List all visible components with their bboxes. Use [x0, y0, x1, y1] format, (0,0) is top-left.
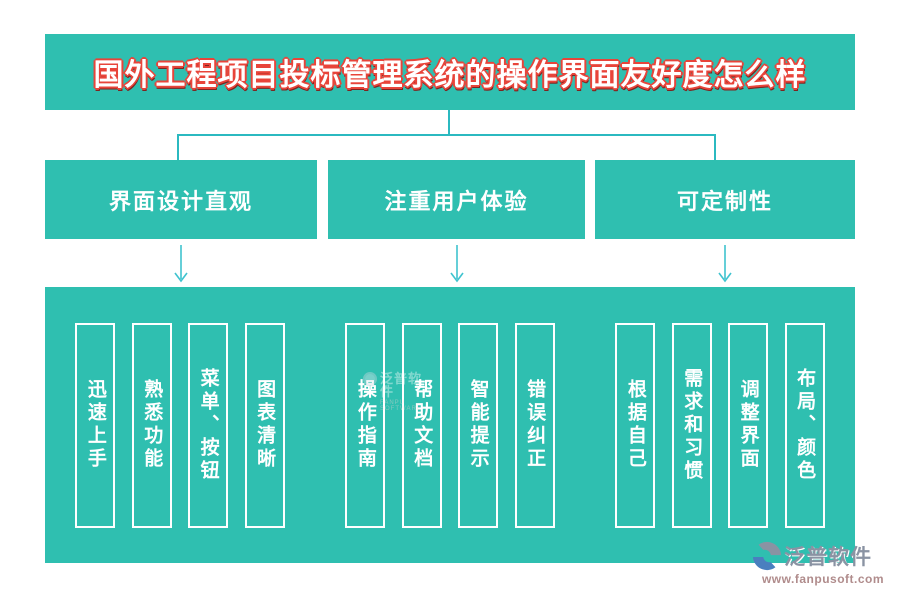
branch-label: 可定制性 [676, 188, 773, 214]
branch-box-user-experience: 注重用户体验 [328, 160, 585, 239]
item-card: 菜单、按钮 [188, 322, 229, 528]
item-card: 智能提示 [458, 322, 499, 528]
item-card: 布局、颜色 [784, 322, 825, 528]
connector-horizontal [177, 134, 716, 136]
item-card: 需求和习惯 [671, 322, 712, 528]
branch-label: 注重用户体验 [384, 188, 529, 214]
item-card: 图表清晰 [244, 322, 285, 528]
branch-label: 界面设计直观 [108, 188, 253, 214]
fanpu-logo-icon [752, 541, 782, 571]
down-arrow-icon [450, 245, 464, 283]
item-group-interface-design: 迅速上手 熟悉功能 菜单、按钮 图表清晰 [45, 287, 315, 563]
item-card: 熟悉功能 [131, 322, 172, 528]
page-title: 国外工程项目投标管理系统的操作界面友好度怎么样 [93, 59, 807, 92]
branch-box-customizability: 可定制性 [595, 160, 855, 239]
title-banner: 国外工程项目投标管理系统的操作界面友好度怎么样 [45, 34, 855, 110]
connector-title-stub [448, 110, 450, 135]
item-card: 错误纠正 [514, 322, 555, 528]
vendor-name: 泛普软件 [784, 546, 872, 569]
item-group-user-experience: 操作指南 帮助文档 智能提示 错误纠正 [315, 287, 585, 563]
item-card: 操作指南 [345, 322, 386, 528]
vendor-logo: 泛普软件 www.fanpusoft.com [752, 541, 894, 586]
item-card: 迅速上手 [75, 322, 116, 528]
down-arrow-icon [174, 245, 188, 283]
connector-drop-left [177, 134, 179, 161]
vendor-url: www.fanpusoft.com [761, 572, 885, 586]
branch-box-interface-design: 界面设计直观 [45, 160, 317, 239]
connector-drop-right [714, 134, 716, 161]
item-card: 根据自己 [615, 322, 656, 528]
item-card: 帮助文档 [401, 322, 442, 528]
item-group-customizability: 根据自己 需求和习惯 调整界面 布局、颜色 [585, 287, 855, 563]
down-arrow-icon [718, 245, 732, 283]
item-card: 调整界面 [728, 322, 769, 528]
items-container: 迅速上手 熟悉功能 菜单、按钮 图表清晰 操作指南 帮助文档 智能提示 错误纠正… [45, 287, 855, 563]
